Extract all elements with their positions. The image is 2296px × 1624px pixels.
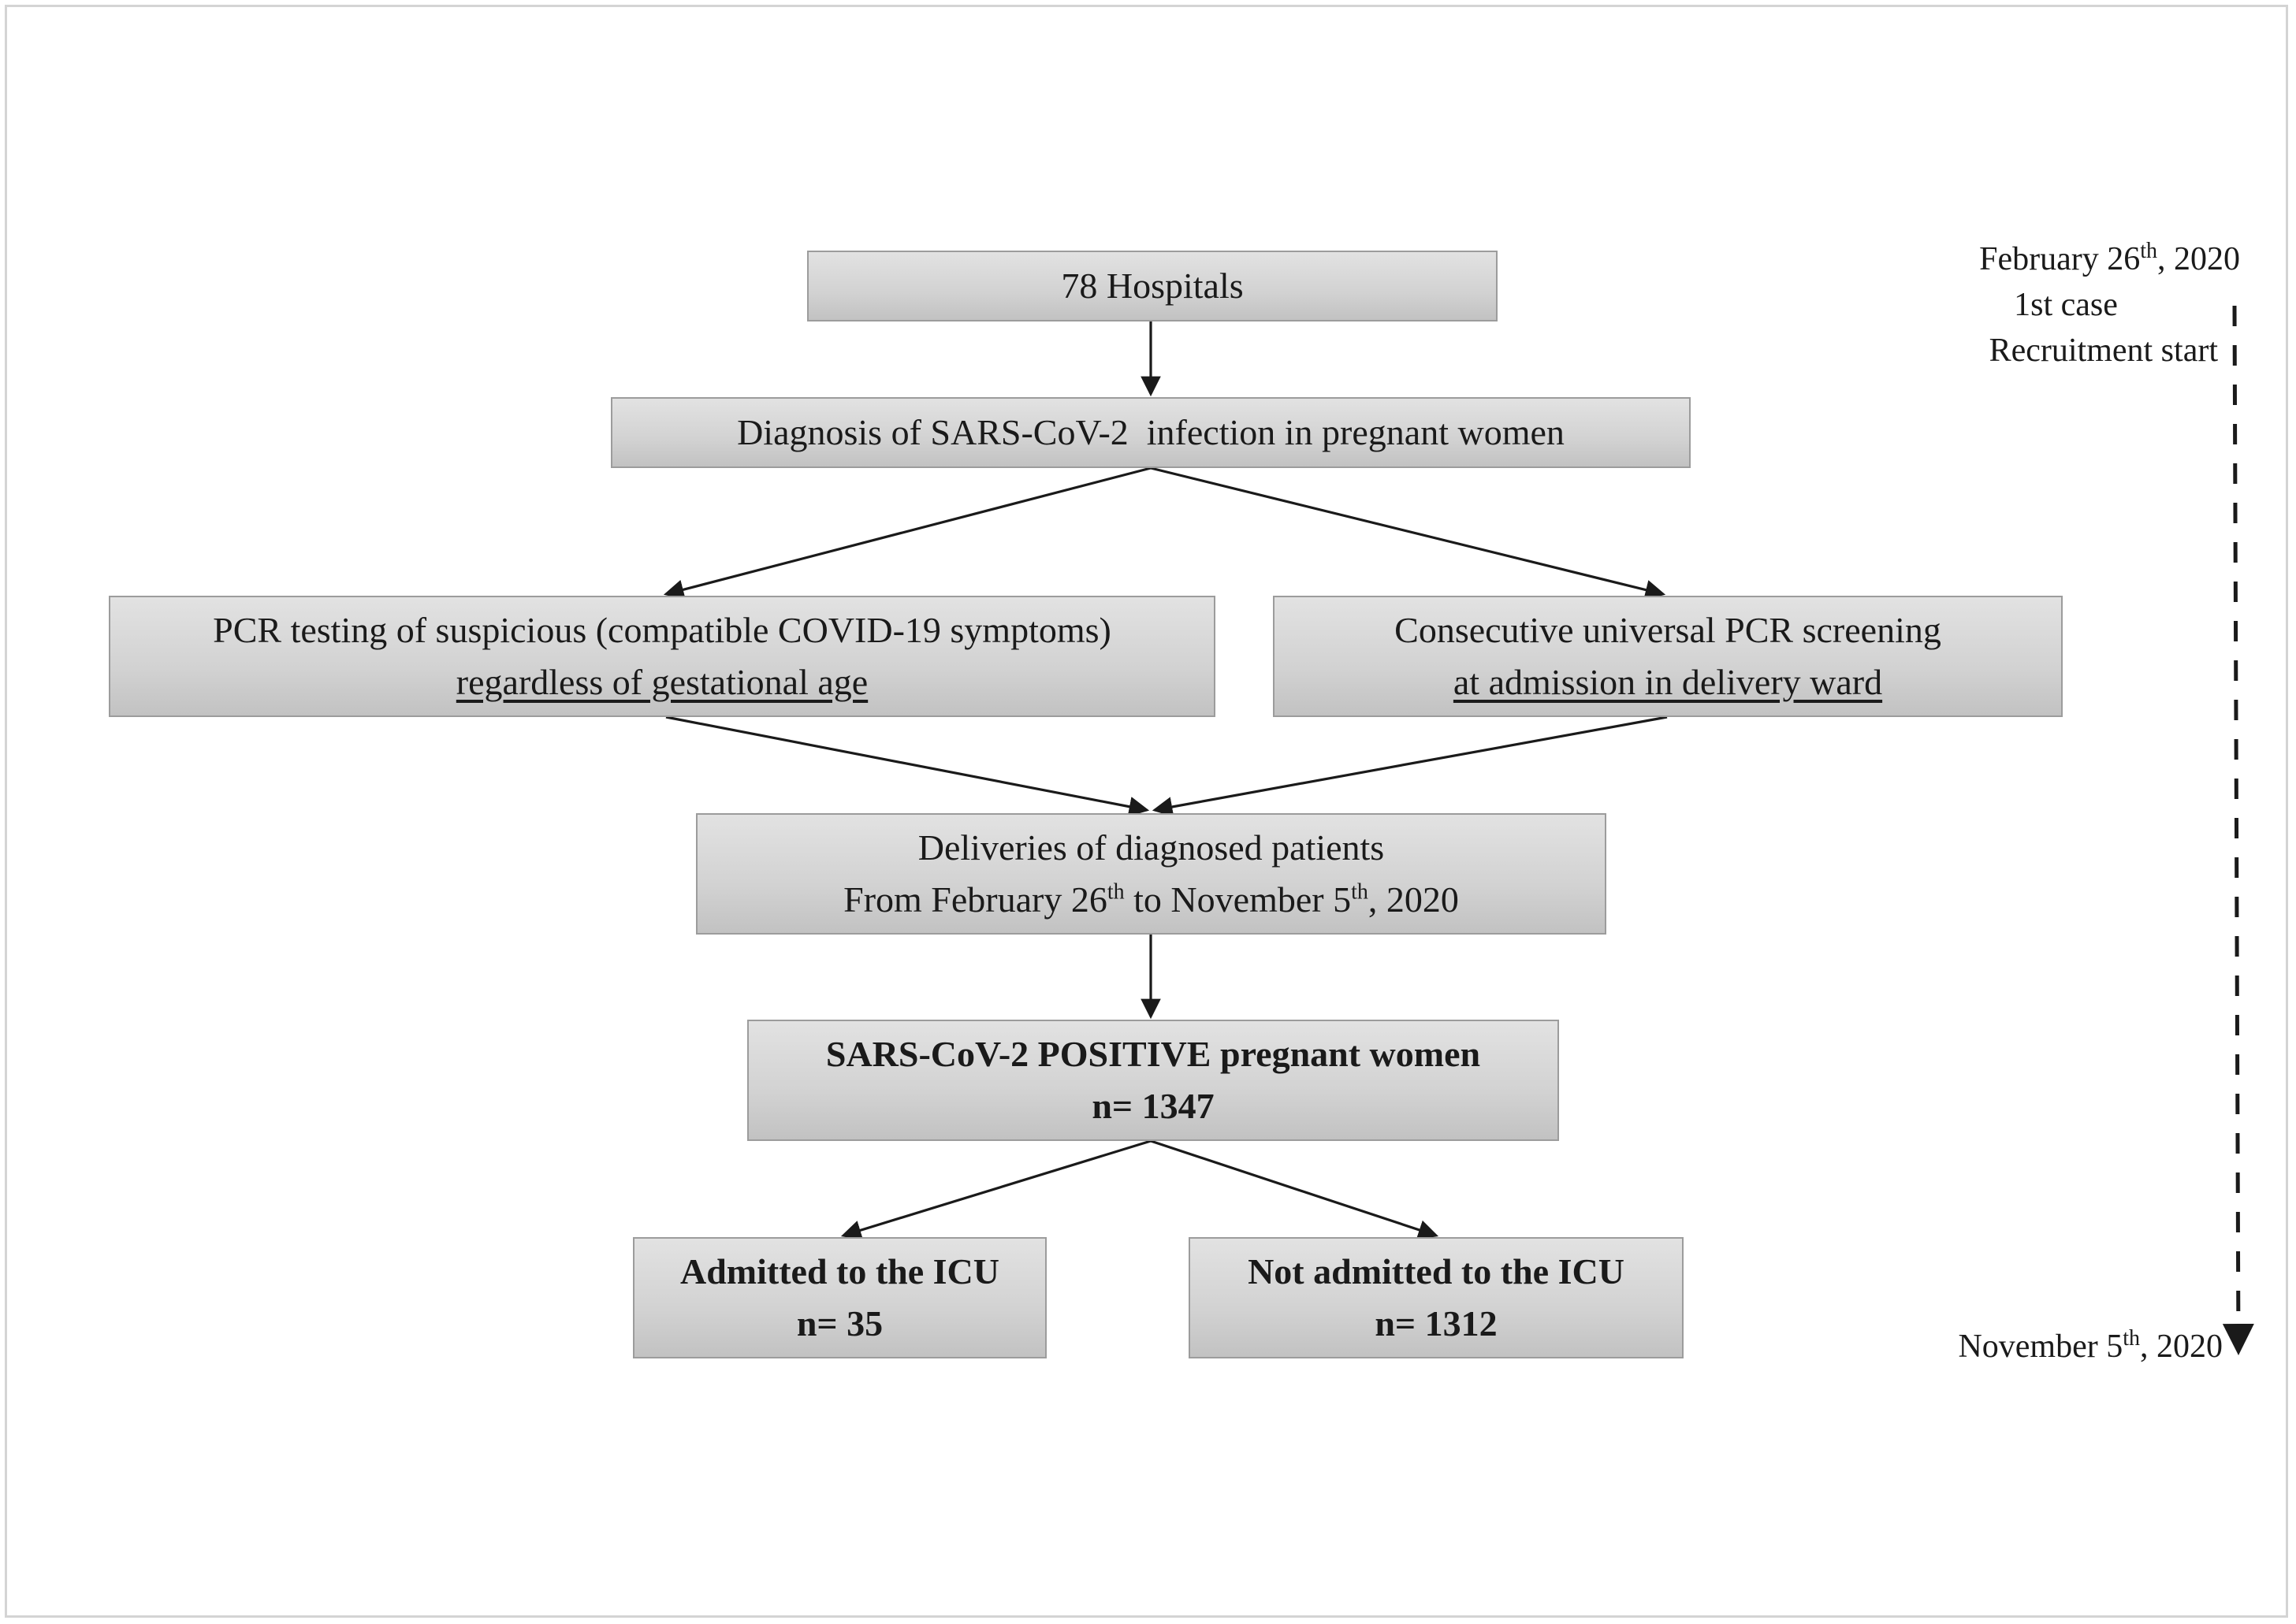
pcr-suspicious-box: PCR testing of suspicious (compatible CO… bbox=[109, 596, 1215, 717]
not-icu-line1: Not admitted to the ICU bbox=[1248, 1251, 1624, 1291]
timeline-start-date: February 26th, 2020 bbox=[1979, 239, 2240, 278]
positive-count: n= 1347 bbox=[1092, 1086, 1215, 1126]
hospitals-label: 78 Hospitals bbox=[1061, 266, 1244, 306]
pcr-suspicious-line2: regardless of gestational age bbox=[456, 662, 869, 702]
timeline-end-date: November 5th, 2020 bbox=[1958, 1326, 2223, 1366]
deliveries-line2: From February 26th to November 5th, 2020 bbox=[843, 879, 1459, 920]
positive-line1: SARS-CoV-2 POSITIVE pregnant women bbox=[825, 1034, 1481, 1074]
figure-frame bbox=[5, 5, 2288, 1618]
hospitals-box: 78 Hospitals bbox=[807, 251, 1498, 321]
universal-screening-box: Consecutive universal PCR screening at a… bbox=[1273, 596, 2063, 717]
positive-box: SARS-CoV-2 POSITIVE pregnant women n= 13… bbox=[747, 1020, 1559, 1141]
timeline-first-case: 1st case bbox=[2014, 287, 2118, 323]
not-icu-count: n= 1312 bbox=[1375, 1303, 1498, 1343]
not-icu-box: Not admitted to the ICU n= 1312 bbox=[1189, 1237, 1684, 1358]
arrow-diagnosis-to-pcr-suspicious bbox=[663, 466, 1152, 600]
arrow-pcr-suspicious-to-deliveries bbox=[665, 715, 1150, 817]
icu-line1: Admitted to the ICU bbox=[679, 1251, 999, 1291]
timeline-dashed-arrow bbox=[2222, 305, 2254, 1355]
arrow-diagnosis-to-universal-screening bbox=[1150, 466, 1666, 600]
universal-screening-line1: Consecutive universal PCR screening bbox=[1394, 610, 1941, 650]
pcr-suspicious-line1: PCR testing of suspicious (compatible CO… bbox=[213, 610, 1111, 650]
deliveries-box: Deliveries of diagnosed patients From Fe… bbox=[696, 813, 1606, 935]
icu-box: Admitted to the ICU n= 35 bbox=[633, 1237, 1047, 1358]
diagnosis-label: Diagnosis of SARS-CoV-2 infection in pre… bbox=[737, 412, 1565, 452]
timeline-recruitment-start: Recruitment start bbox=[1989, 333, 2218, 369]
arrow-positive-to-icu bbox=[840, 1139, 1152, 1240]
arrow-positive-to-not-icu bbox=[1150, 1139, 1439, 1240]
icu-count: n= 35 bbox=[796, 1303, 884, 1343]
diagnosis-box: Diagnosis of SARS-CoV-2 infection in pre… bbox=[611, 397, 1691, 468]
deliveries-line1: Deliveries of diagnosed patients bbox=[917, 827, 1385, 868]
universal-screening-line2: at admission in delivery ward bbox=[1453, 662, 1883, 702]
arrow-universal-screening-to-deliveries bbox=[1152, 715, 1668, 817]
